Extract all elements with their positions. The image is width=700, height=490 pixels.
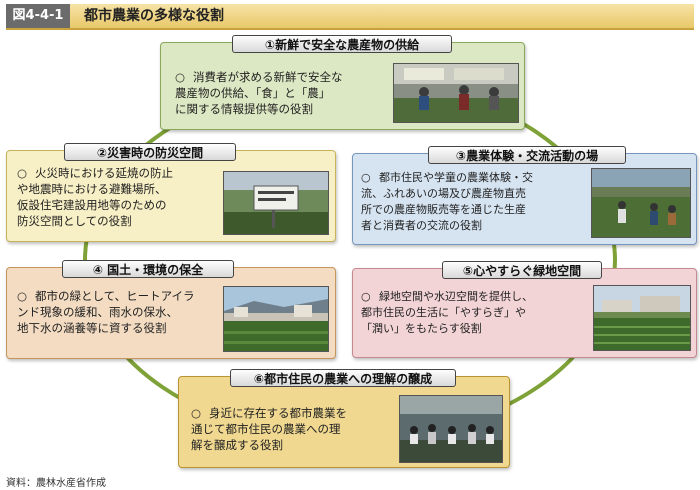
role-5-line-1: ○緑地空間や水辺空間を提供し、 [361,290,533,303]
role-3-line-4: 者と消費者の交流の役割 [361,219,482,232]
role-3-line-1: ○都市住民や学童の農業体験・交 [361,171,533,184]
role-6-line-1: ○身近に存在する都市農業を [191,406,347,420]
role-5-line-2: 都市住民の生活に「やすらぎ」や [361,306,526,319]
role-6-photo [399,395,503,463]
role-4-label: ④ 国土・環境の保全 [62,260,234,278]
role-1-line-3: に関する情報提供等の役割 [175,102,313,116]
role-5-label: ⑤心やすらぐ緑地空間 [442,261,602,279]
role-6-text: ○身近に存在する都市農業を 通じて都市住民の農業への理 解を醸成する役割 [191,405,391,453]
bullet-mark: ○ [17,166,28,180]
bullet-mark: ○ [191,406,202,420]
role-4-line-1: ○都市の緑として、ヒートアイラ [17,289,195,303]
role-2-photo [223,171,329,235]
role-4-text: ○都市の緑として、ヒートアイラ ンド現象の緩和、雨水の保水、 地下水の涵養等に資… [17,288,227,336]
role-2-line-2: や地震時における避難場所、 [17,182,167,196]
sign-photo-image [224,172,328,234]
role-6-label: ⑥都市住民の農業への理解の醸成 [230,369,456,387]
source-note: 資料：農林水産省作成 [6,478,106,489]
role-box-3: ○都市住民や学童の農業体験・交 流、ふれあいの場及び農産物直売 所での農産物販売… [352,153,697,245]
role-box-4: ○都市の緑として、ヒートアイラ ンド現象の緩和、雨水の保水、 地下水の涵養等に資… [6,267,336,359]
market-photo-image [394,64,518,122]
figure-header: 図4-4-1 都市農業の多様な役割 [6,4,694,30]
role-4-line-2: ンド現象の緩和、雨水の保水、 [17,305,178,319]
role-2-label: ②災害時の防災空間 [64,143,236,161]
role-5-line-3: 「潤い」をもたらす役割 [361,322,482,335]
role-box-1: ○消費者が求める新鮮で安全な 農産物の供給、「食」と「農」 に関する情報提供等の… [160,42,525,130]
urban-farmland-photo-image [224,287,328,351]
role-3-label: ③農業体験・交流活動の場 [428,146,626,164]
role-2-text: ○火災時における延焼の防止 や地震時における避難場所、 仮設住宅建設用地等のため… [17,165,227,229]
bullet-mark: ○ [361,171,371,184]
role-box-6: ○身近に存在する都市農業を 通じて都市住民の農業への理 解を醸成する役割 [178,376,510,468]
role-2-line-1: ○火災時における延焼の防止 [17,166,173,180]
farm-experience-photo-image [592,169,690,237]
bullet-mark: ○ [17,289,28,303]
role-3-text: ○都市住民や学童の農業体験・交 流、ふれあいの場及び農産物直売 所での農産物販売… [361,170,591,234]
residents-photo-image [400,396,502,462]
figure-number: 図4-4-1 [6,4,70,28]
role-4-line-3: 地下水の涵養等に資する役割 [17,321,167,335]
role-1-text: ○消費者が求める新鮮で安全な 農産物の供給、「食」と「農」 に関する情報提供等の… [175,69,390,117]
role-3-line-2: 流、ふれあいの場及び農産物直売 [361,187,526,200]
role-6-line-3: 解を醸成する役割 [191,438,283,452]
role-1-label: ①新鮮で安全な農産物の供給 [232,35,452,53]
role-3-line-3: 所での農産物販売等を通じた生産 [361,203,526,216]
green-space-photo-image [594,286,690,350]
role-5-text: ○緑地空間や水辺空間を提供し、 都市住民の生活に「やすらぎ」や 「潤い」をもたら… [361,289,593,337]
role-2-line-4: 防災空間としての役割 [17,214,132,228]
role-1-photo [393,63,519,123]
role-6-line-2: 通じて都市住民の農業への理 [191,422,341,436]
role-1-line-2: 農産物の供給、「食」と「農」 [175,86,331,100]
role-1-line-1: ○消費者が求める新鮮で安全な [175,70,343,84]
role-4-photo [223,286,329,352]
bullet-mark: ○ [175,70,186,84]
role-2-line-3: 仮設住宅建設用地等のための [17,198,167,212]
role-5-photo [593,285,691,351]
role-3-photo [591,168,691,238]
bullet-mark: ○ [361,290,371,303]
role-box-2: ○火災時における延焼の防止 や地震時における避難場所、 仮設住宅建設用地等のため… [6,150,336,242]
figure-title: 都市農業の多様な役割 [84,8,224,24]
role-box-5: ○緑地空間や水辺空間を提供し、 都市住民の生活に「やすらぎ」や 「潤い」をもたら… [352,268,697,358]
